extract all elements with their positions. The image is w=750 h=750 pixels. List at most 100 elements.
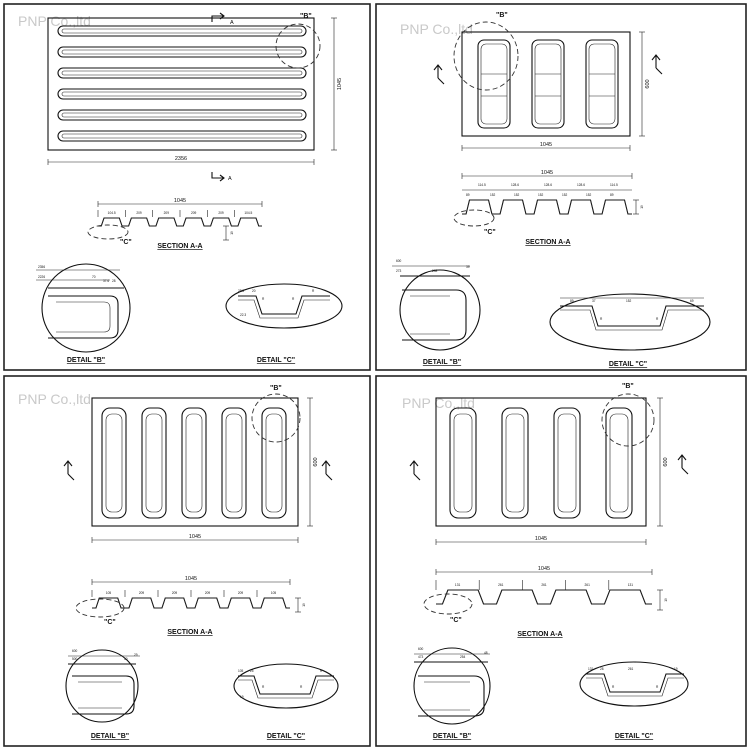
detail-b-outline xyxy=(48,287,124,339)
segment-label: 209 xyxy=(139,591,145,595)
segment-label: 114.5 xyxy=(478,183,486,187)
detail-c-profile-inner xyxy=(238,299,330,319)
long-slot-inner xyxy=(61,91,303,97)
plan-outline xyxy=(91,397,299,527)
detail-dim-label: 19 xyxy=(674,667,678,671)
detail-dim-label: 131 xyxy=(588,667,594,671)
arrow-tail xyxy=(437,77,445,85)
detail-c-profile xyxy=(586,673,684,693)
section-title: SECTION A-A xyxy=(525,239,570,246)
detail-dim-label: 48 xyxy=(484,651,488,655)
tile-slot-inner xyxy=(453,413,473,513)
plan-outline xyxy=(435,397,647,527)
long-slot xyxy=(57,46,307,58)
detail-c-profile-inner xyxy=(238,679,334,699)
detail-b-outline xyxy=(414,661,488,717)
tile-slot-inner xyxy=(145,413,163,513)
section-arrow-icon xyxy=(211,12,225,22)
dimension-label: 1045 xyxy=(541,170,553,176)
dimension-label: 600 xyxy=(663,457,669,466)
detail-dim-label: 19 xyxy=(240,695,244,699)
detail-b-title: DETAIL "B" xyxy=(433,733,471,740)
tile-slot-inner xyxy=(265,413,283,513)
section-arrow-icon xyxy=(211,172,225,182)
arrow-shaft xyxy=(321,460,331,474)
arrow-tail xyxy=(67,473,75,481)
detail-dim-label: R xyxy=(292,297,295,301)
detail-b-circle xyxy=(413,647,491,725)
detail-c-title: DETAIL "C" xyxy=(257,357,295,364)
dimension-label: 1045 xyxy=(538,566,550,572)
detail-c-title: DETAIL "C" xyxy=(615,733,653,740)
detail-dim-label: R xyxy=(656,317,659,321)
dimension-label: 19 xyxy=(664,598,668,602)
detail-b-title: DETAIL "B" xyxy=(423,359,461,366)
segment-label: 152 xyxy=(586,193,592,197)
segment-label: 105 xyxy=(271,591,277,595)
callout-c-label: "C" xyxy=(104,619,116,626)
callout-b-ellipse xyxy=(251,393,301,443)
detail-dim-label: R xyxy=(262,297,265,301)
detail-dim-label: 37.6 xyxy=(103,279,109,283)
long-slot-inner xyxy=(61,49,303,55)
segment-label: 209 xyxy=(164,211,170,215)
detail-dim-label: R xyxy=(300,685,303,689)
segment-label: 128.6 xyxy=(544,183,552,187)
watermark-logo: PNP Co.,ltd xyxy=(402,395,475,411)
dimension-label: 1045 xyxy=(540,142,552,148)
detail-dim-label: R xyxy=(600,317,603,321)
detail-dim-label: 39 xyxy=(466,265,470,269)
detail-b-inner xyxy=(56,301,111,333)
callout-b-label: "B" xyxy=(622,383,634,390)
dimension-label: 19 xyxy=(640,205,644,209)
detail-c-profile-inner xyxy=(560,309,704,331)
dimension-label: 19 xyxy=(230,231,234,235)
detail-dim-label: 70 xyxy=(92,275,96,279)
detail-dim-label: 37 xyxy=(592,299,596,303)
detail-c-title: DETAIL "C" xyxy=(267,733,305,740)
detail-b-inner xyxy=(424,681,470,711)
detail-dim-label: R xyxy=(312,289,315,293)
dimension-label: 2356 xyxy=(175,156,187,162)
segment-label: 89 xyxy=(610,193,614,197)
long-slot-inner xyxy=(61,70,303,76)
panel-frame xyxy=(3,375,371,747)
callout-c-ellipse xyxy=(423,593,473,615)
tile-slot-inner xyxy=(609,413,629,513)
tile-slot-inner xyxy=(225,413,243,513)
tile-slot xyxy=(221,407,247,519)
detail-dim-label: 473 xyxy=(418,655,424,659)
detail-b-outline xyxy=(68,663,136,715)
detail-dim-label: 2356 xyxy=(38,265,45,269)
long-slot-inner xyxy=(61,28,303,34)
segment-label: 152 xyxy=(562,193,568,197)
detail-c-profile xyxy=(560,305,704,327)
tile-slot-inner xyxy=(534,43,562,125)
segment-label: 209 xyxy=(172,591,178,595)
section-arrow-icon xyxy=(651,54,663,75)
detail-b-inner xyxy=(78,681,122,709)
tile-slot-inner xyxy=(105,413,123,513)
detail-c-profile-inner xyxy=(586,677,684,697)
callout-b-label: "B" xyxy=(270,385,282,392)
panel-frame xyxy=(375,375,747,747)
watermark-logo: PNP Co.,ltd xyxy=(400,21,473,37)
segment-label: 131 xyxy=(455,583,461,587)
detail-dim-label: 20 xyxy=(252,289,256,293)
section-label-a: A xyxy=(230,20,234,26)
plan-outline xyxy=(461,31,631,137)
tile-slot xyxy=(261,407,287,519)
detail-dim-label: 105 xyxy=(238,669,244,673)
tile-slot xyxy=(449,407,477,519)
detail-dim-label: R xyxy=(656,685,659,689)
detail-dim-label: 28 xyxy=(600,667,604,671)
section-profile-inner xyxy=(436,589,652,605)
long-slot xyxy=(57,88,307,100)
segment-label: 209 xyxy=(191,211,197,215)
tile-slot xyxy=(477,39,511,129)
segment-label: 128.6 xyxy=(511,183,519,187)
detail-c-ellipse xyxy=(579,661,689,707)
